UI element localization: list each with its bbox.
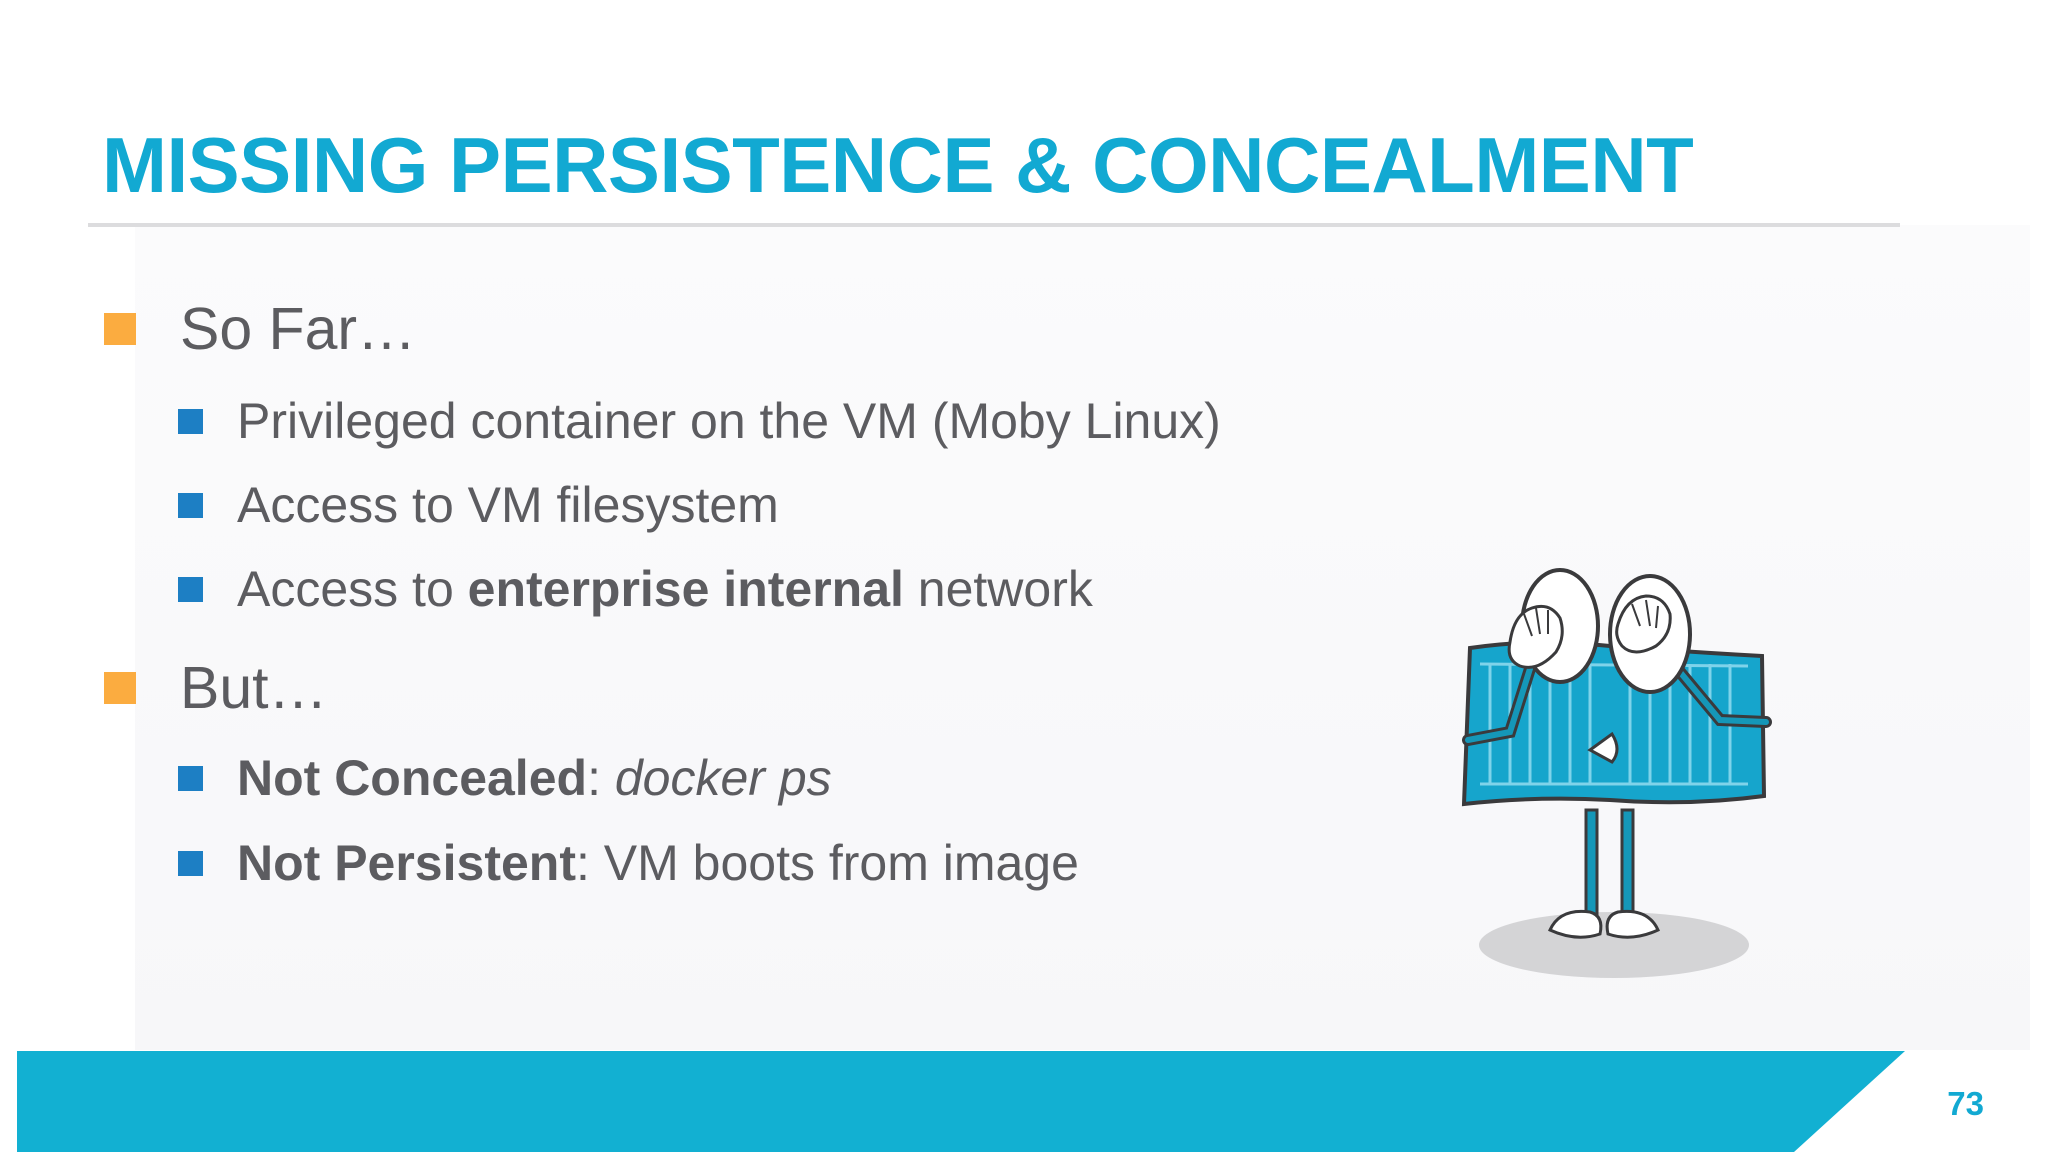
bullet-level1-but: But… bbox=[104, 654, 328, 722]
footer-bar bbox=[17, 1051, 1905, 1152]
bullet-text-bold: Not Concealed bbox=[237, 750, 588, 806]
slide-title: MISSING PERSISTENCE & CONCEALMENT bbox=[102, 121, 1694, 209]
bullet-text: Privileged container on the VM (Moby Lin… bbox=[237, 393, 1221, 449]
bullet-level1-so-far: So Far… bbox=[104, 295, 416, 363]
bullet-text-italic: docker ps bbox=[614, 750, 832, 806]
bullet-text: Access to enterprise internal network bbox=[237, 560, 1093, 618]
blue-square-bullet-icon bbox=[178, 492, 203, 518]
bullet-text-bold: enterprise internal bbox=[467, 561, 904, 617]
bullet-text-plain: : bbox=[587, 750, 615, 806]
bullet-text: Access to VM filesystem bbox=[237, 477, 779, 533]
title-divider bbox=[88, 223, 1900, 227]
bullet-level2-item: Not Persistent: VM boots from image bbox=[178, 834, 1079, 892]
bullet-text-bold: Not Persistent bbox=[237, 835, 576, 891]
orange-square-bullet-icon bbox=[104, 672, 136, 704]
bullet-level2-item: Access to enterprise internal network bbox=[178, 560, 1093, 618]
container-mascot-facepalm-icon bbox=[1461, 568, 1772, 978]
page-number: 73 bbox=[1947, 1085, 1984, 1122]
orange-square-bullet-icon bbox=[104, 313, 136, 345]
bullet-level2-item: Access to VM filesystem bbox=[178, 476, 779, 534]
bullet-label: So Far… bbox=[180, 296, 417, 362]
blue-square-bullet-icon bbox=[178, 576, 203, 602]
content-background bbox=[135, 225, 2030, 1050]
bullet-text-plain: : VM boots from image bbox=[575, 835, 1079, 891]
blue-square-bullet-icon bbox=[178, 408, 203, 434]
bullet-level2-item: Privileged container on the VM (Moby Lin… bbox=[178, 392, 1221, 450]
blue-square-bullet-icon bbox=[178, 850, 203, 876]
bullet-label: But… bbox=[180, 655, 328, 721]
bullet-text-plain: network bbox=[903, 561, 1093, 617]
bullet-level2-item: Not Concealed: docker ps bbox=[178, 749, 832, 807]
bullet-text: Not Concealed: docker ps bbox=[237, 749, 832, 807]
bullet-text: Not Persistent: VM boots from image bbox=[237, 834, 1079, 892]
bullet-text-plain: Access to bbox=[237, 561, 468, 617]
blue-square-bullet-icon bbox=[178, 765, 203, 791]
